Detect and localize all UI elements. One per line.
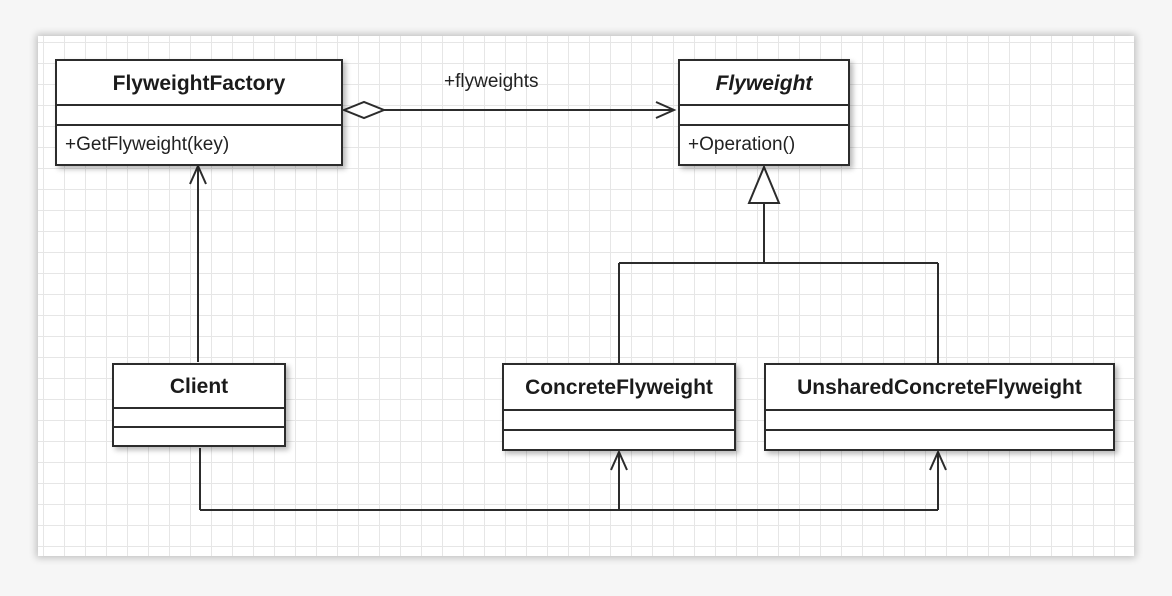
unshared-concrete-flyweight-name: UnsharedConcreteFlyweight (766, 365, 1113, 411)
flyweight-class[interactable]: Flyweight +Operation() (678, 59, 850, 166)
flyweight-factory-class[interactable]: FlyweightFactory +GetFlyweight(key) (55, 59, 343, 166)
client-flyweights-connector[interactable] (199, 448, 947, 511)
client-operations (114, 428, 284, 445)
flyweight-name: Flyweight (680, 61, 848, 106)
concrete-flyweight-attributes (504, 411, 734, 431)
generalization-triangle (747, 164, 781, 204)
flyweight-factory-attributes (57, 106, 341, 126)
client-attributes (114, 409, 284, 428)
unshared-concrete-flyweight-class[interactable]: UnsharedConcreteFlyweight (764, 363, 1115, 451)
flyweight-factory-operation: +GetFlyweight(key) (65, 134, 230, 155)
diagram-canvas: Flyweight --> +flyweight (38, 36, 1134, 556)
aggregation-connector[interactable] (341, 100, 677, 120)
association-label: +flyweights (444, 71, 539, 92)
client-factory-connector[interactable] (189, 163, 207, 362)
concrete-arrowhead (610, 449, 628, 471)
relationship-lines: Flyweight --> (189, 100, 947, 511)
client-factory-arrowhead (189, 163, 207, 185)
aggregation-diamond (341, 100, 387, 120)
flyweight-operation: +Operation() (688, 134, 796, 155)
unshared-arrowhead (929, 449, 947, 471)
client-class[interactable]: Client (112, 363, 286, 447)
flyweight-attributes (680, 106, 848, 126)
generalization-connector[interactable] (618, 164, 939, 363)
unshared-concrete-flyweight-operations (766, 431, 1113, 449)
aggregation-arrowhead (655, 101, 677, 119)
client-name: Client (114, 365, 284, 409)
concrete-flyweight-operations (504, 431, 734, 449)
concrete-flyweight-class[interactable]: ConcreteFlyweight (502, 363, 736, 451)
flyweight-factory-name: FlyweightFactory (57, 61, 341, 106)
concrete-flyweight-name: ConcreteFlyweight (504, 365, 734, 411)
unshared-concrete-flyweight-attributes (766, 411, 1113, 431)
